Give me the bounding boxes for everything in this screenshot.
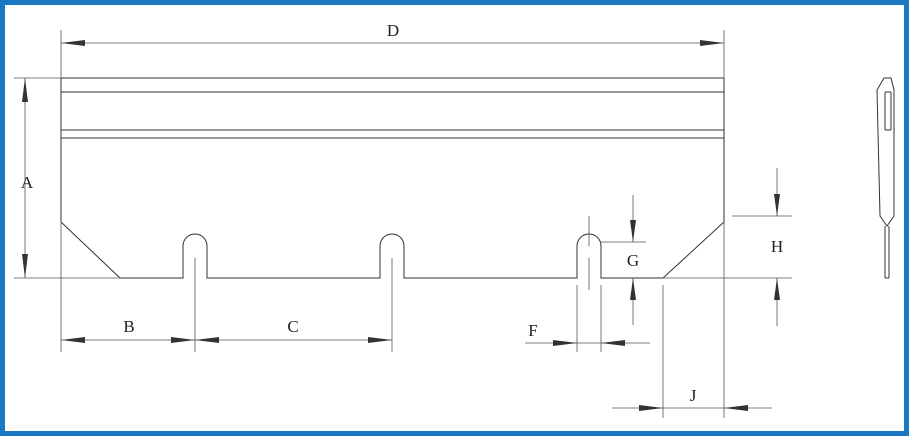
label-g: G xyxy=(627,251,639,270)
dimension-a: A xyxy=(14,77,120,279)
dimension-b: B xyxy=(60,222,195,352)
label-c: C xyxy=(287,317,298,336)
label-j: J xyxy=(690,386,697,405)
blade-side-profile xyxy=(876,77,895,279)
label-d: D xyxy=(387,21,399,40)
dimension-d: D xyxy=(60,21,725,78)
dimension-f: F xyxy=(525,258,650,352)
label-a: A xyxy=(21,173,34,192)
dimension-c: C xyxy=(195,317,392,343)
label-b: B xyxy=(123,317,134,336)
blade-outline xyxy=(60,77,725,352)
label-h: H xyxy=(771,237,783,256)
dimension-h: H xyxy=(663,168,792,326)
dimension-g: G xyxy=(588,195,646,325)
dimension-j: J xyxy=(612,222,772,418)
label-f: F xyxy=(528,321,537,340)
